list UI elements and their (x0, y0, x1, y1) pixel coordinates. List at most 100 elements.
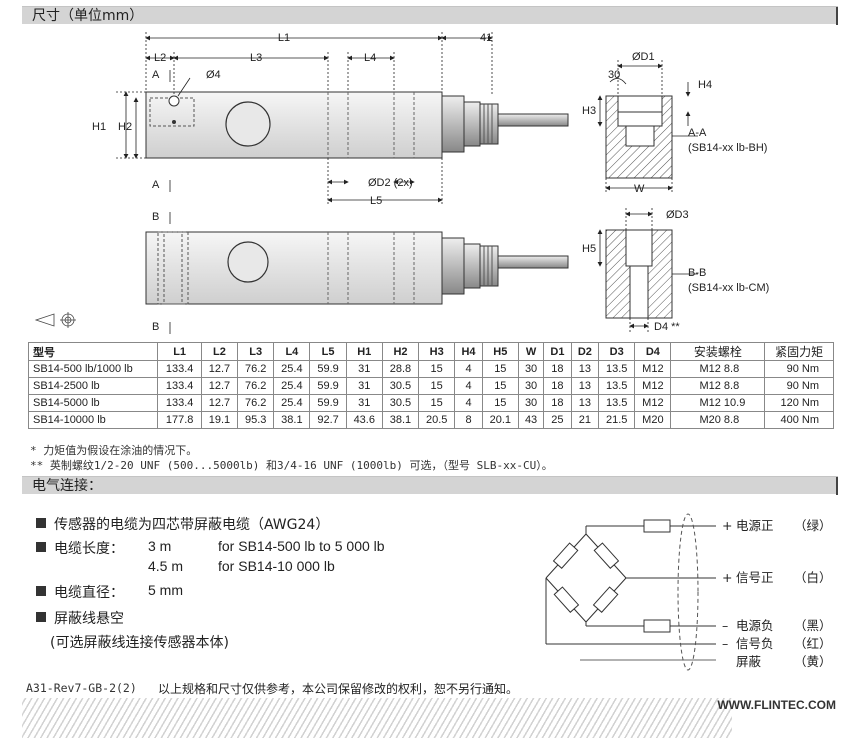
table-cell: M12 (634, 394, 672, 412)
dim-L5-label: L5 (370, 195, 382, 207)
table-cell: 8 (454, 411, 483, 429)
table-cell: 21.5 (598, 411, 636, 429)
bullet-square-icon (36, 518, 46, 528)
document-code: A31-Rev7-GB-2(2) (26, 681, 137, 695)
section-a-top-label: A (152, 69, 160, 81)
table-cell: 20.1 (481, 411, 519, 429)
dim-H5-label: H5 (582, 243, 596, 255)
column-header: H2 (381, 342, 420, 361)
table-cell: 13 (570, 377, 600, 395)
dim-41-label: 41 (480, 32, 492, 44)
dim-W-label: W (634, 183, 645, 195)
cable-length-2-value: 4.5 m (148, 558, 184, 574)
table-cell: 20.5 (418, 411, 456, 429)
table-cell: 19.1 (200, 411, 239, 429)
section-b-bottom-label: B (152, 321, 159, 333)
table-cell: 31 (345, 394, 383, 412)
dim-L1-label: L1 (278, 32, 290, 44)
load-cell-bottom-view (145, 231, 569, 305)
shield-text: 屏蔽线悬空 (54, 611, 124, 627)
table-cell: 4 (454, 394, 483, 412)
list-item: 传感器的电缆为四芯带屏蔽电缆（AWG24） (36, 514, 329, 534)
wire-sign-label: + (722, 518, 732, 533)
table-cell: SB14-2500 lb (27, 377, 159, 395)
table-cell: 4 (454, 360, 483, 378)
torque-footnote: * 力矩值为假设在涂油的情况下。 (30, 444, 198, 457)
table-cell: 30.5 (381, 377, 420, 395)
column-header: H3 (418, 342, 456, 361)
table-cell: 30 (517, 360, 545, 378)
table-cell: 133.4 (157, 394, 202, 412)
section-aa-label: A-A (688, 127, 707, 139)
table-cell: 43.6 (345, 411, 383, 429)
table-cell: 25.4 (273, 394, 311, 412)
column-header: L5 (309, 342, 347, 361)
table-cell: 31 (345, 360, 383, 378)
wire-name-label: 信号负 (736, 636, 774, 651)
dim-D1-label: ØD1 (632, 51, 655, 63)
table-cell: 133.4 (157, 360, 202, 378)
table-cell: 15 (481, 377, 519, 395)
wire-color-label: （黑） (794, 618, 832, 633)
wire-color-label: （白） (794, 570, 832, 585)
wire-name-label: 电源正 (736, 518, 774, 533)
wire-name-label: 电源负 (736, 618, 774, 633)
column-header: H4 (454, 342, 483, 361)
column-header: L1 (157, 342, 202, 361)
table-cell: 13 (570, 394, 600, 412)
dim-phi4-label: Ø4 (206, 69, 221, 81)
bullet-square-icon (36, 542, 46, 552)
column-header: H5 (481, 342, 519, 361)
list-item: 电缆长度： (36, 538, 124, 558)
column-header: D3 (598, 342, 636, 361)
dim-H3-label: H3 (582, 105, 596, 117)
table-cell: 120 Nm (764, 394, 834, 412)
load-cell-top-view (145, 91, 569, 159)
table-cell: 400 Nm (764, 411, 834, 429)
column-header: W (517, 342, 545, 361)
table-cell: 59.9 (309, 360, 347, 378)
table-cell: 76.2 (237, 377, 275, 395)
table-cell: 18 (543, 360, 572, 378)
list-item: 电缆直径： (36, 582, 124, 602)
table-cell: 25.4 (273, 377, 311, 395)
section-b-b-view (605, 229, 673, 319)
section-bb-label: B-B (688, 267, 706, 279)
table-cell: M12 8.8 (670, 377, 766, 395)
footer-disclaimer: 以上规格和尺寸仅供参考，本公司保留修改的权利，恕不另行通知。 (158, 682, 519, 696)
cable-diameter-value: 5 mm (148, 582, 183, 598)
wire-color-label: （红） (794, 636, 832, 651)
table-cell: 13.5 (598, 394, 636, 412)
column-header: D4 (634, 342, 672, 361)
column-header: L2 (200, 342, 239, 361)
wire-color-label: （黄） (794, 654, 832, 669)
column-header: D1 (543, 342, 572, 361)
footer-decorative-stripe (22, 698, 732, 738)
table-cell: 59.9 (309, 394, 347, 412)
bullet-square-icon (36, 612, 46, 622)
table-cell: 15 (481, 394, 519, 412)
table-cell: 30 (517, 394, 545, 412)
table-cell: 76.2 (237, 394, 275, 412)
table-cell: M20 (634, 411, 672, 429)
dim-D3-label: ØD3 (666, 209, 689, 221)
table-cell: 133.4 (157, 377, 202, 395)
electrical-section-header: 电气连接： (22, 476, 838, 495)
table-cell: 177.8 (157, 411, 202, 429)
section-bb-model-label: (SB14-xx lb-CM) (688, 282, 769, 294)
table-cell: 4 (454, 377, 483, 395)
section-a-a-view (605, 95, 673, 179)
projection-symbol (34, 312, 76, 328)
dim-30-label: 30 (608, 69, 620, 81)
table-cell: 90 Nm (764, 377, 834, 395)
shield-option-text: (可选屏蔽线连接传感器本体) (50, 635, 229, 651)
table-cell: 25.4 (273, 360, 311, 378)
company-url: WWW.FLINTEC.COM (717, 698, 836, 712)
table-cell: 28.8 (381, 360, 420, 378)
table-cell: 21 (570, 411, 600, 429)
table-cell: 43 (517, 411, 545, 429)
wire-sign-label: + (722, 570, 732, 585)
